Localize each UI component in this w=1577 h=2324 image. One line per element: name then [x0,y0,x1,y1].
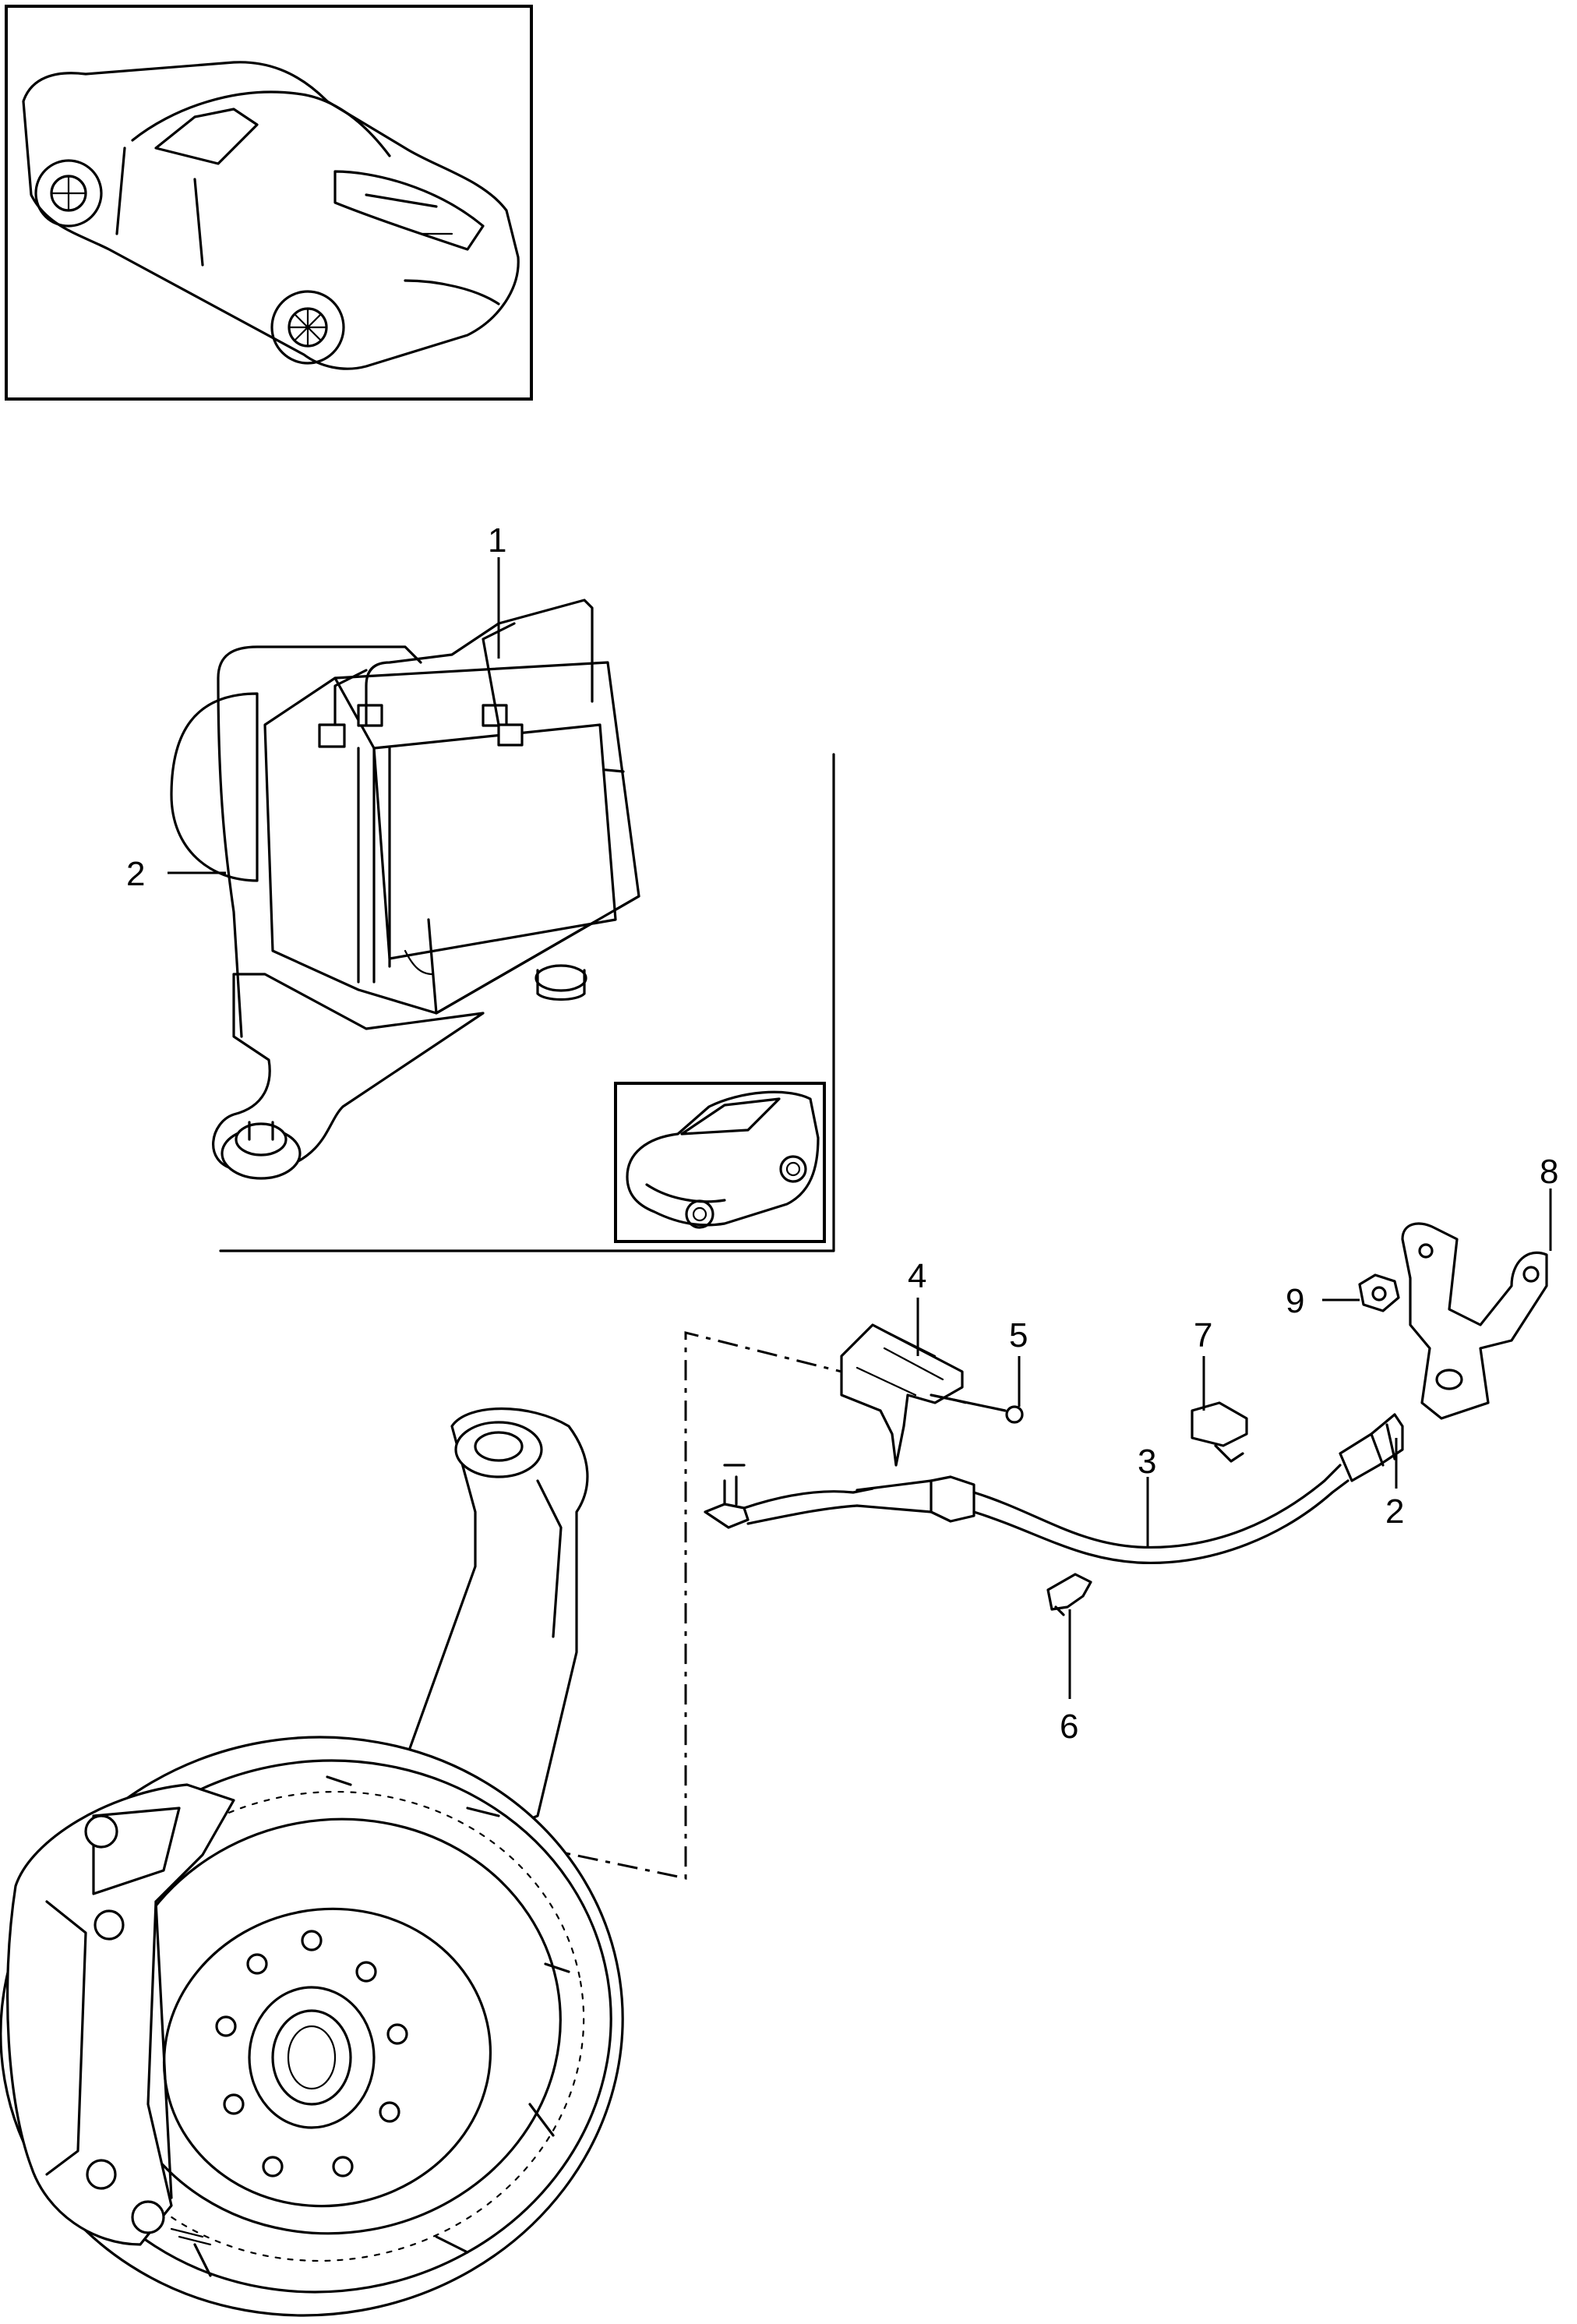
callout-4: 4 [908,1257,926,1356]
routing-line [498,1331,967,1880]
callout-3: 3 [1138,1443,1156,1547]
callout-1: 1 [488,521,506,659]
callout-5: 5 [1009,1316,1028,1407]
wheel-hub-assembly [0,1407,624,2317]
callout-label-8: 8 [1540,1153,1558,1191]
car-rear-view-icon [22,61,520,370]
brake-hose-part-3 [704,1413,1404,1565]
abs-unit-group [170,599,835,1252]
callout-8: 8 [1540,1153,1558,1251]
callout-7: 7 [1194,1316,1212,1411]
bracket-part-4 [840,1323,964,1467]
bolt-part-5 [930,1393,1024,1424]
callout-label-5: 5 [1009,1316,1028,1354]
overview-frame [5,5,533,401]
callout-label-6: 6 [1060,1708,1078,1746]
nut-part-9 [1358,1273,1400,1312]
callout-label-1: 1 [488,521,506,560]
callout-label-2a: 2 [126,855,145,893]
callout-2-hose: 2 [1385,1438,1404,1531]
clip-part-7 [1191,1401,1248,1463]
callout-label-4: 4 [908,1257,926,1295]
callout-label-2b: 2 [1385,1492,1404,1531]
callout-label-3: 3 [1138,1443,1156,1481]
callout-label-9: 9 [1286,1282,1304,1320]
mounting-bracket-part-8 [1401,1222,1548,1420]
callout-2-abs: 2 [126,855,226,893]
inset-frame [614,1082,826,1243]
retaining-clip-part-6 [1046,1573,1092,1616]
callout-6: 6 [1060,1609,1078,1746]
callout-label-7: 7 [1194,1316,1212,1354]
callout-9: 9 [1286,1282,1360,1320]
car-front-view-icon [626,1090,820,1229]
